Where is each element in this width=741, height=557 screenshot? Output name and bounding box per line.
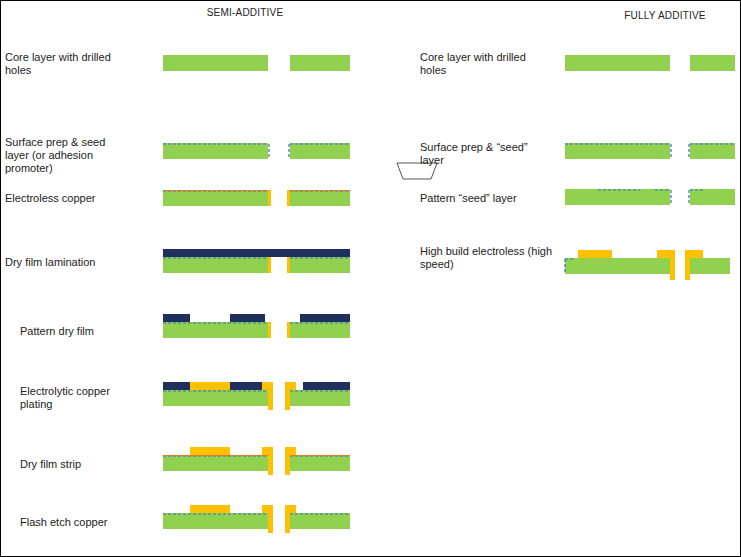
seed-layer (670, 144, 671, 159)
core-layer (290, 322, 350, 338)
dry-film (163, 314, 190, 322)
seed-layer (565, 143, 670, 144)
core-layer (163, 257, 268, 273)
core-layer (290, 390, 350, 406)
core-layer (290, 143, 350, 159)
hole-copper (268, 190, 271, 206)
step-label: Core layer with drilled holes (5, 51, 115, 77)
hole-copper (268, 322, 271, 338)
hole-copper (268, 447, 273, 475)
seed-layer (163, 390, 268, 391)
step-label: Flash etch copper (20, 516, 140, 529)
core-layer (290, 455, 350, 471)
core-layer (690, 55, 735, 71)
hole-copper (285, 447, 290, 475)
electroless-copper (290, 455, 350, 456)
seed-layer (690, 189, 705, 190)
seed-layer (598, 189, 640, 190)
core-layer (290, 190, 350, 206)
seed-layer (163, 190, 268, 191)
seed-layer (290, 143, 350, 144)
hole-copper (268, 382, 273, 410)
step-label: Core layer with drilled holes (420, 51, 530, 77)
step-label: Dry film lamination (5, 256, 125, 269)
column-heading: SEMI-ADDITIVE (180, 6, 310, 19)
hole-copper (268, 257, 271, 273)
core-layer (163, 190, 268, 206)
core-layer (690, 258, 730, 274)
core-layer (163, 143, 268, 159)
electroless-copper (163, 190, 268, 191)
core-layer (690, 143, 735, 159)
copper-pad (190, 382, 230, 390)
step-label: Electrolytic copper plating (20, 385, 120, 411)
seed-layer (655, 189, 670, 190)
seed-layer (163, 322, 268, 323)
core-layer (290, 257, 350, 273)
hole-copper (287, 322, 290, 338)
core-layer (163, 55, 268, 71)
step-label: Dry film strip (20, 458, 140, 471)
core-layer (565, 143, 670, 159)
core-layer (290, 513, 350, 529)
hole-copper (285, 382, 290, 410)
core-layer (163, 513, 268, 529)
electroless-copper (163, 455, 268, 456)
copper-pad (190, 447, 230, 455)
seed-layer (290, 257, 350, 258)
seed-layer (688, 190, 689, 205)
hole-copper (287, 190, 290, 206)
seed-layer (163, 257, 268, 258)
seed-layer (690, 143, 735, 144)
seed-layer (163, 143, 268, 144)
seed-layer (290, 455, 350, 456)
seed-layer (163, 513, 268, 514)
step-label: Surface prep & seed layer (or adhesion p… (5, 136, 125, 175)
core-layer (565, 55, 670, 71)
core-layer (290, 55, 350, 71)
seed-layer (163, 455, 268, 456)
step-label: High build electroless (high speed) (420, 245, 555, 271)
seed-layer (290, 190, 350, 191)
step-label: Pattern “seed” layer (420, 192, 560, 205)
step-label: Pattern dry film (20, 325, 140, 338)
hole-copper (285, 505, 290, 533)
step-label: Surface prep & “seed” layer (420, 141, 540, 167)
hole-copper (268, 505, 273, 533)
hole-copper (670, 250, 675, 280)
seed-layer (290, 322, 350, 323)
seed-layer (290, 513, 350, 514)
dry-film (163, 249, 350, 257)
seed-layer (288, 144, 289, 159)
copper-pad (190, 505, 230, 513)
copper-pad (578, 250, 612, 258)
seed-layer (290, 390, 350, 391)
dry-film (163, 382, 190, 390)
electroless-copper (290, 190, 350, 191)
dry-film (303, 382, 350, 390)
core-layer (690, 189, 735, 205)
core-layer (565, 258, 670, 274)
core-layer (565, 189, 670, 205)
core-layer (163, 322, 268, 338)
dry-film (230, 382, 262, 390)
hole-copper (287, 257, 290, 273)
seed-layer (565, 258, 575, 259)
seed-layer (688, 144, 689, 159)
core-layer (163, 390, 268, 406)
seed-layer (268, 144, 269, 159)
column-heading: FULLY ADDITIVE (600, 9, 730, 22)
dry-film (230, 314, 265, 322)
seed-layer (670, 190, 671, 205)
dry-film (300, 314, 350, 322)
core-layer (163, 455, 268, 471)
step-label: Electroless copper (5, 192, 125, 205)
hole-copper (685, 250, 690, 280)
seed-layer (564, 259, 565, 272)
